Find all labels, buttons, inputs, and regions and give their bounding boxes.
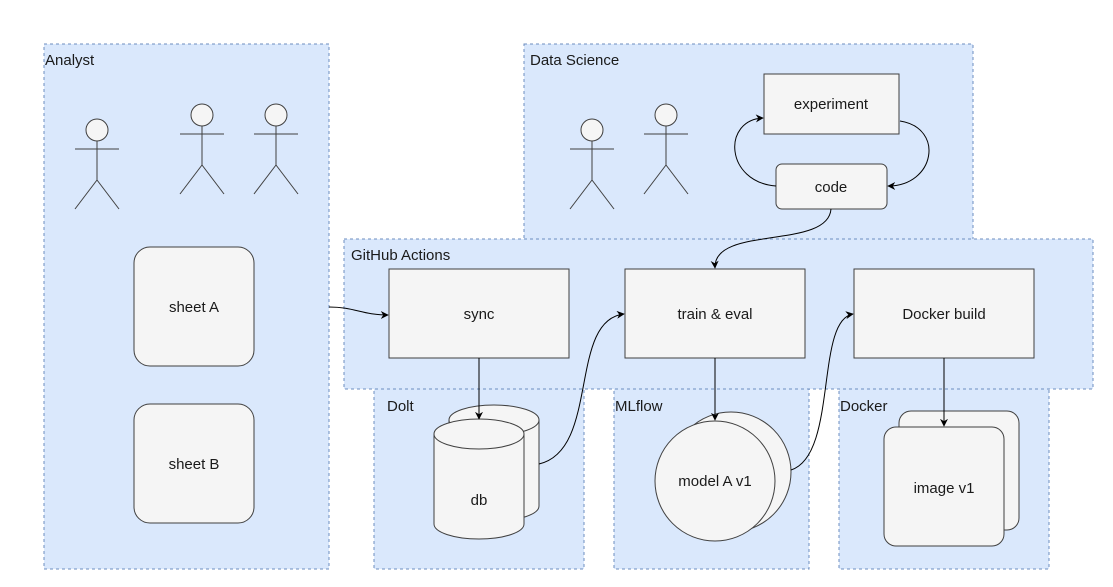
experiment-label: experiment	[794, 96, 869, 113]
edge-experiment-to-code	[887, 120, 930, 190]
edge-db-to-train-eval	[538, 310, 625, 465]
experiment-node: experiment	[763, 73, 900, 135]
image-card: image v1	[883, 426, 1005, 547]
db-cylinder: db	[433, 418, 525, 540]
analyst-actor-3	[253, 103, 299, 195]
sheet-a-label: sheet A	[169, 299, 219, 316]
group-label-github-actions: GitHub Actions	[351, 247, 450, 264]
edge-code-to-train-eval	[710, 208, 832, 269]
code-node: code	[775, 163, 888, 210]
data-scientist-actor-2	[643, 103, 689, 195]
edge-model-to-docker-build	[790, 311, 854, 471]
docker-build-label: Docker build	[902, 306, 985, 323]
group-data-science: Data Science	[523, 43, 974, 245]
train-eval-node: train & eval	[624, 268, 806, 359]
edge-code-to-experiment	[734, 114, 777, 187]
sheet-b-label: sheet B	[169, 456, 220, 473]
image-label: image v1	[914, 480, 975, 497]
model-circle: model A v1	[654, 420, 776, 542]
group-label-analyst: Analyst	[45, 52, 95, 69]
db-label: db	[471, 492, 488, 509]
group-label-data-science: Data Science	[530, 52, 619, 69]
train-eval-label: train & eval	[677, 306, 752, 323]
sync-label: sync	[464, 306, 495, 323]
group-label-mlflow: MLflow	[615, 398, 663, 415]
group-label-dolt: Dolt	[387, 398, 415, 415]
code-label: code	[815, 179, 848, 196]
sheet-b-node: sheet B	[133, 403, 255, 524]
sheet-a-node: sheet A	[133, 246, 255, 367]
model-label: model A v1	[678, 473, 751, 490]
analyst-actor-2	[179, 103, 225, 195]
data-scientist-actor-1	[569, 118, 615, 210]
group-label-docker: Docker	[840, 398, 888, 415]
edge-sheet-a-to-sync	[328, 306, 389, 319]
sync-node: sync	[388, 268, 570, 359]
analyst-actor-1	[74, 118, 120, 210]
docker-build-node: Docker build	[853, 268, 1035, 359]
